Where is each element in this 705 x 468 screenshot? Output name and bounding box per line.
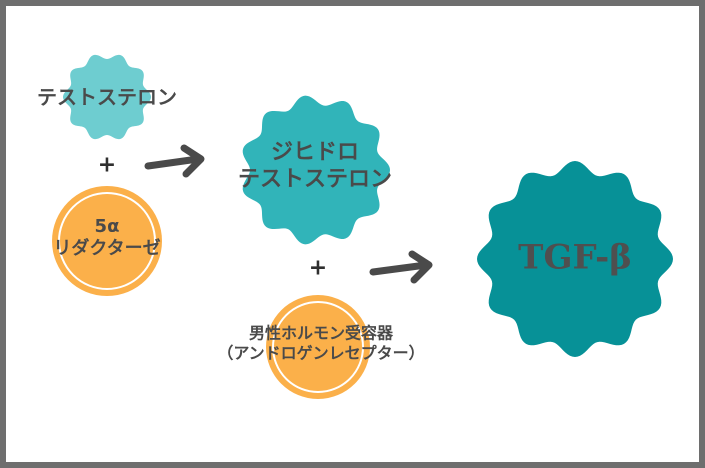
enzyme-label: 5α リダクターゼ [53,216,160,260]
testosterone-label: テストステロン [37,84,177,109]
enzyme-circle [52,186,162,296]
dht-label: ジヒドロ テストステロン [238,140,392,194]
tgf-beta-label: TGF-β [518,237,632,278]
receptor-label-line2: （アンドロゲンレセプター） [217,343,425,362]
dht-shape [242,95,390,245]
plus-sign: + [308,255,328,281]
dht-label-line1: ジヒドロ [270,140,360,166]
testosterone-shape [63,54,151,140]
enzyme-inner-ring [58,192,156,290]
arrow-to-tgf-icon [369,250,433,284]
arrow-to-dht-icon [144,144,205,178]
receptor-circle [266,295,370,399]
receptor-inner-ring [272,301,364,393]
receptor-label: 男性ホルモン受容器 （アンドロゲンレセプター） [217,323,424,362]
tgf-beta-shape [477,161,673,357]
enzyme-label-line1: 5α [94,216,120,238]
enzyme-label-line2: リダクターゼ [53,238,161,259]
receptor-label-line1: 男性ホルモン受容器 [248,323,393,343]
plus-sign: + [97,152,117,178]
dht-label-line2: テストステロン [237,167,393,192]
